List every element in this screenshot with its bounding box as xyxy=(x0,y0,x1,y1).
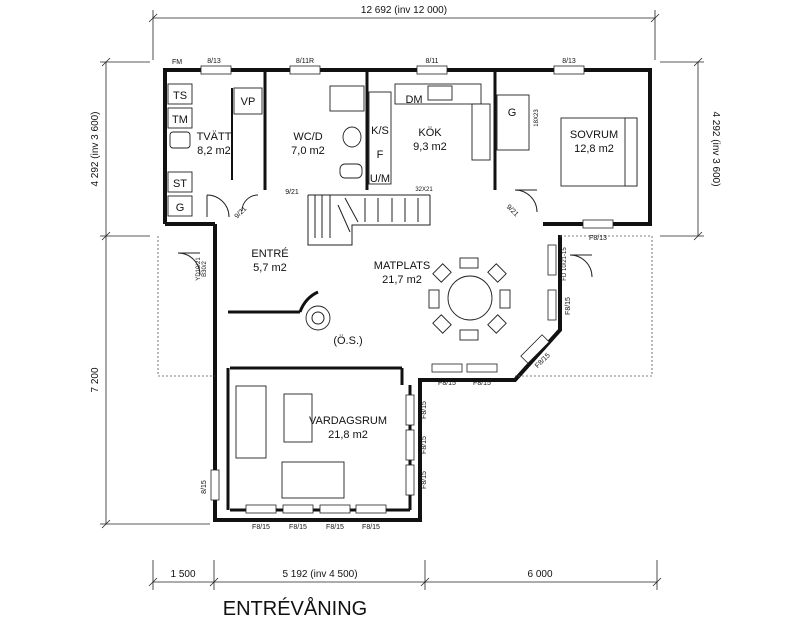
room-area-kok: 9,3 m2 xyxy=(413,141,447,153)
label-dm: DM xyxy=(405,94,422,106)
window-label: F8/15 xyxy=(362,524,380,531)
window-label: F8/15 xyxy=(252,524,270,531)
label-yd: YD10/21 xyxy=(196,257,202,281)
drawing-title: ENTRÉVÅNING xyxy=(223,597,367,619)
label-door: 9/21 xyxy=(285,189,299,196)
dim-left-lower: 7 200 xyxy=(90,367,101,392)
label-18x23: 18X23 xyxy=(534,109,540,127)
room-name-tvatt: TVÄTT xyxy=(197,131,232,143)
label-ts: TS xyxy=(173,90,187,102)
label-bkg: B30/2 xyxy=(202,261,208,277)
window-label: F8/15 xyxy=(421,401,428,419)
label-g2: G xyxy=(508,107,517,119)
window-label: F8/13 xyxy=(589,235,607,242)
dim-bottom-1: 1 500 xyxy=(170,569,195,580)
room-name-matplats: MATPLATS xyxy=(374,260,430,272)
room-area-matplats: 21,7 m2 xyxy=(382,274,422,286)
room-name-vardagsrum: VARDAGSRUM xyxy=(309,415,387,427)
window-label: 8/13 xyxy=(562,58,576,65)
label-door: 9/21 xyxy=(234,206,249,221)
room-area-vardagsrum: 21,8 m2 xyxy=(328,429,368,441)
label-os: (Ö.S.) xyxy=(333,335,362,347)
fixtures xyxy=(167,83,638,499)
windows xyxy=(200,65,614,514)
dim-left-upper: 4 292 (inv 3 600) xyxy=(90,111,101,186)
room-name-sovrum: SOVRUM xyxy=(570,129,618,141)
room-area-wcd: 7,0 m2 xyxy=(291,145,325,157)
label-f: F xyxy=(377,149,384,161)
label-g: G xyxy=(176,202,185,214)
doors xyxy=(177,189,593,278)
label-st: ST xyxy=(173,178,187,190)
label-vp: VP xyxy=(241,96,256,108)
window-label: F8/15 xyxy=(473,380,491,387)
dim-top: 12 692 (inv 12 000) xyxy=(361,5,447,16)
room-name-wcd: WC/D xyxy=(293,131,322,143)
window-label: 8/11R xyxy=(296,58,314,65)
window-label: F8/15 xyxy=(421,436,428,454)
window-label: 8/13 xyxy=(207,58,221,65)
room-name-kok: KÖK xyxy=(418,127,442,139)
window-label: 8/11 xyxy=(425,58,438,65)
window-label: F8/15 xyxy=(438,380,456,387)
dim-bottom-2: 5 192 (inv 4 500) xyxy=(282,569,357,580)
window-label: F8/15 xyxy=(421,471,428,489)
porch-outlines xyxy=(157,235,653,377)
room-name-entre: ENTRÉ xyxy=(251,247,288,260)
label-um: U/M xyxy=(370,173,390,185)
label-fd: FD 10/21-15 xyxy=(562,247,568,281)
label-ks: K/S xyxy=(371,125,389,137)
dimension-lines xyxy=(100,10,704,590)
window-label: F8/15 xyxy=(326,524,344,531)
label-32x21: 32X21 xyxy=(415,187,433,193)
room-area-entre: 5,7 m2 xyxy=(253,262,287,274)
window-label: 8/15 xyxy=(201,480,208,494)
room-area-sovrum: 12,8 m2 xyxy=(574,143,614,155)
label-fm: FM xyxy=(172,59,182,66)
room-area-tvatt: 8,2 m2 xyxy=(197,145,231,157)
window-label: F8/15 xyxy=(565,297,572,315)
dim-right: 4 292 (inv 3 600) xyxy=(710,111,721,186)
label-tm: TM xyxy=(172,114,188,126)
outer-walls xyxy=(163,68,652,522)
window-label: F8/15 xyxy=(289,524,307,531)
dim-bottom-3: 6 000 xyxy=(527,569,552,580)
label-door: 9/21 xyxy=(505,204,520,219)
